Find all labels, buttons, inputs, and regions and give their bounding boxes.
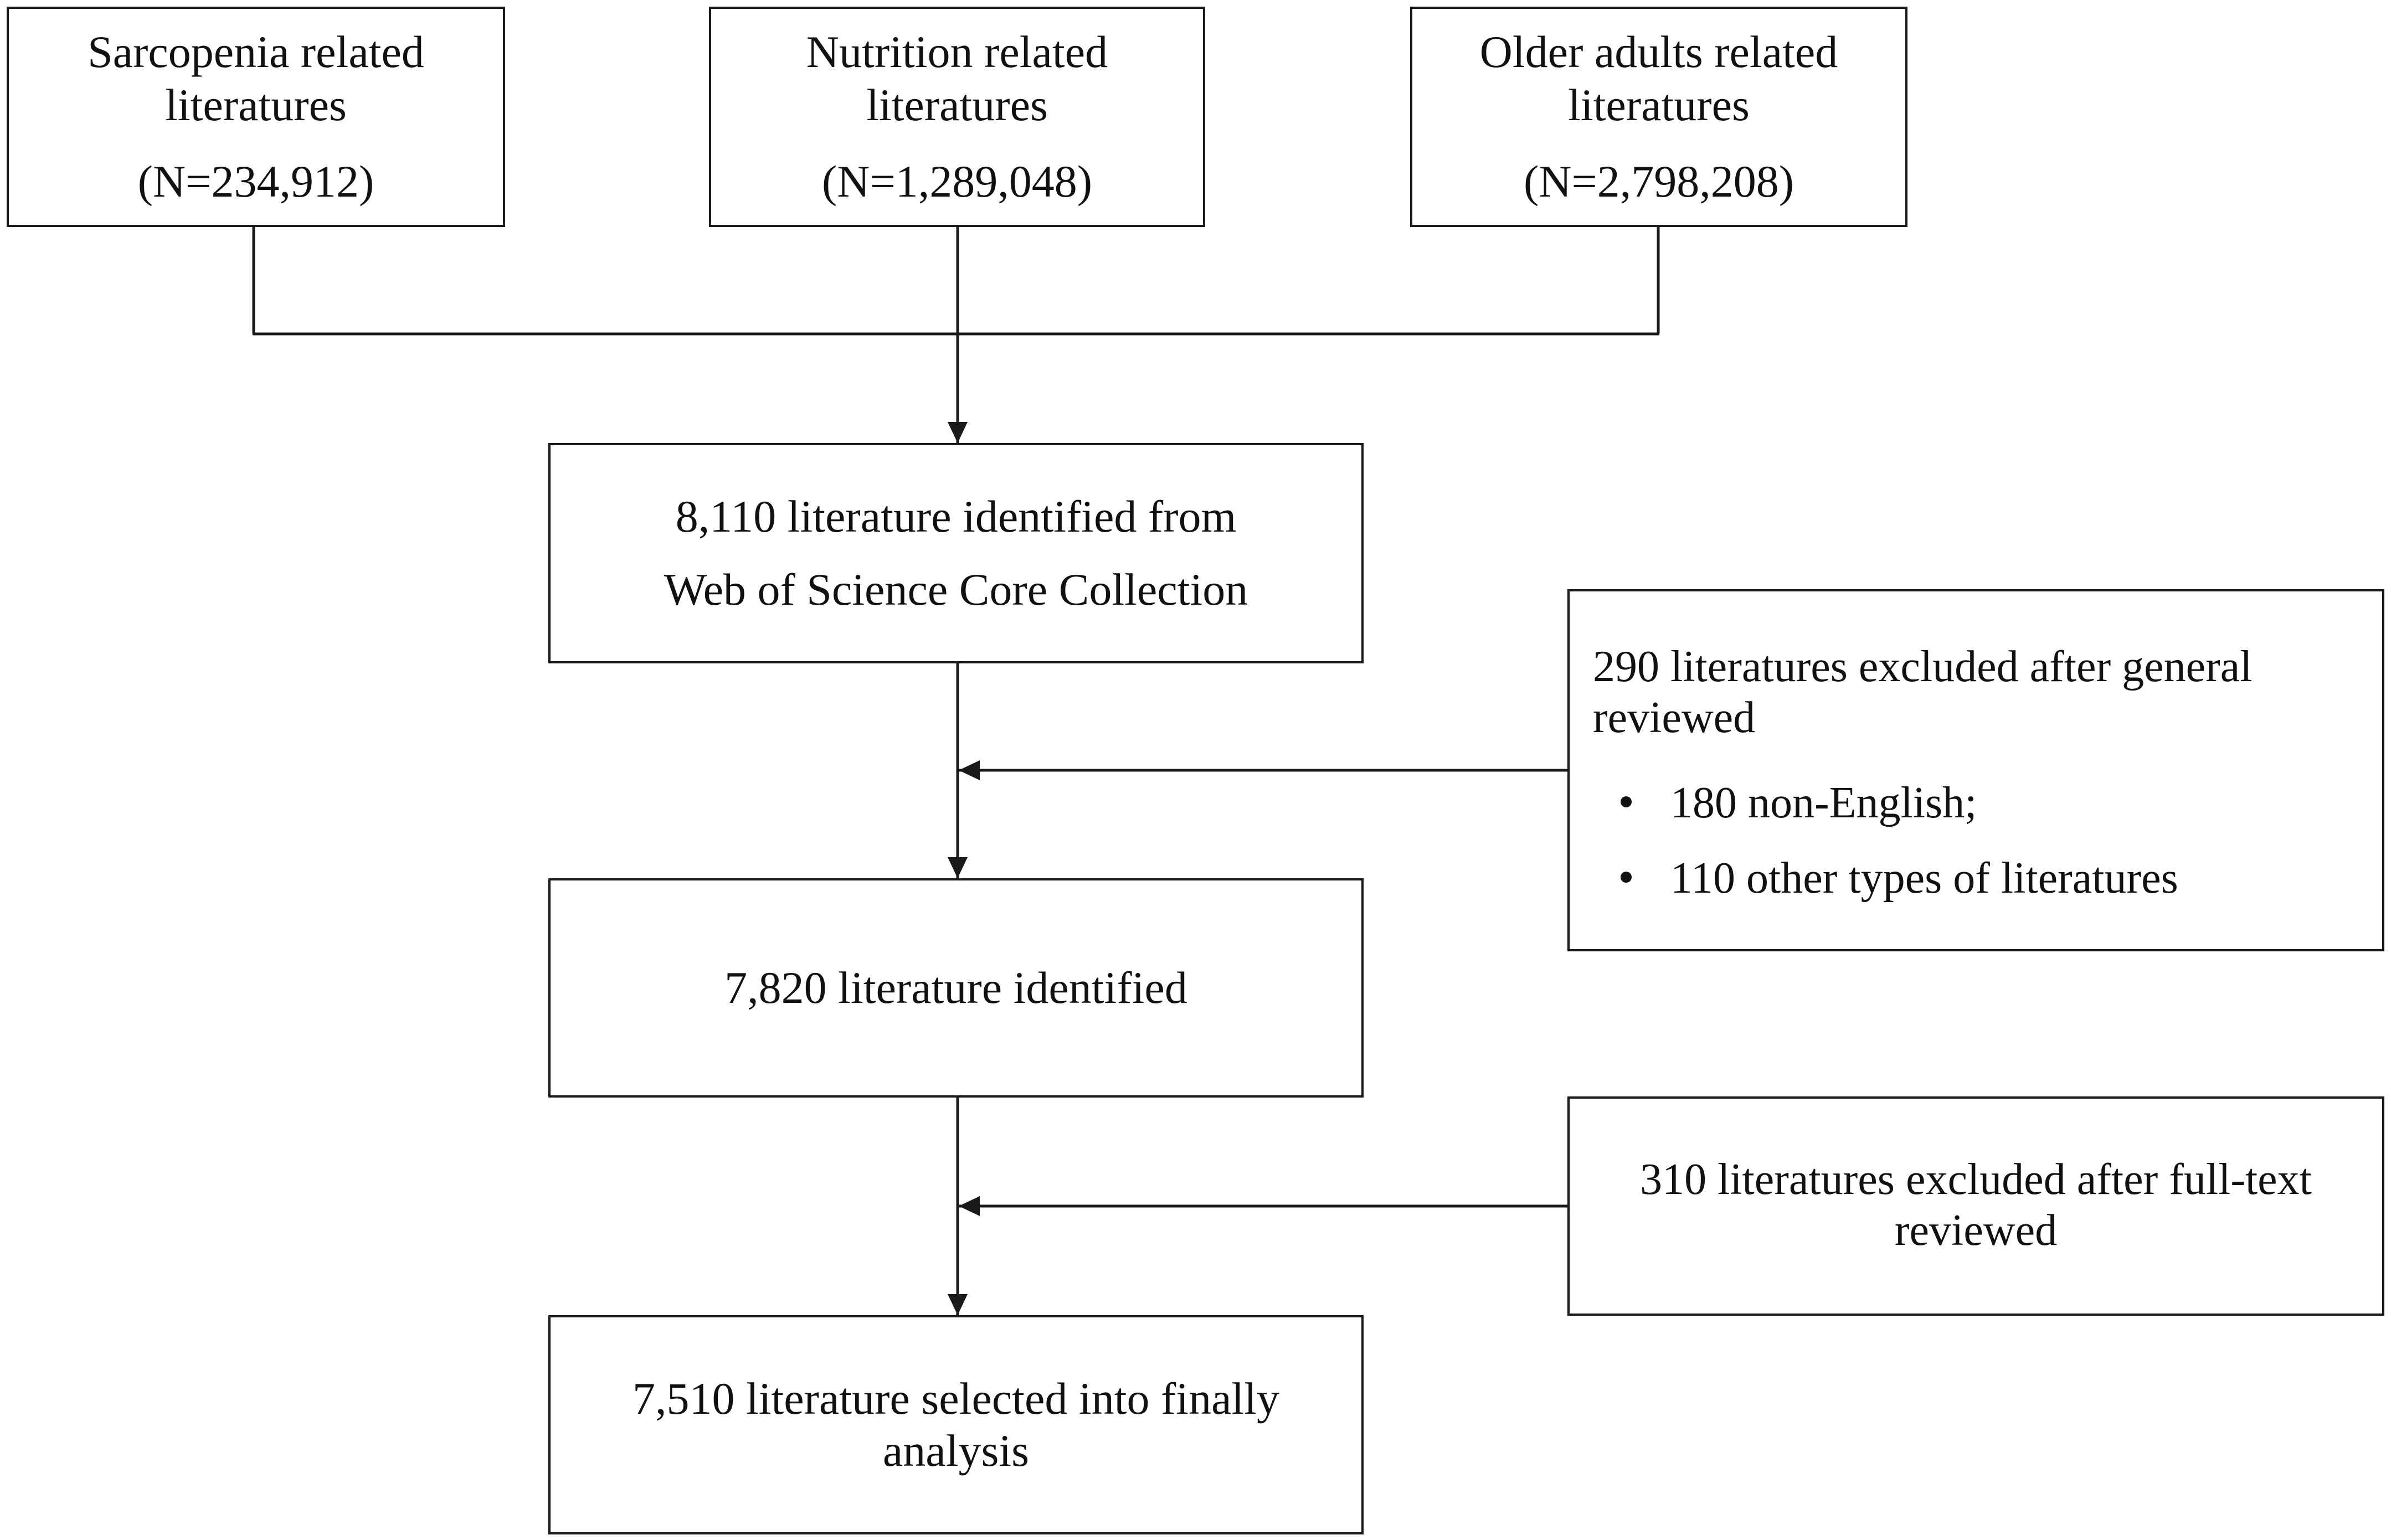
list-item: 180 non-English; [1593, 765, 2382, 841]
bullet-text: 110 other types of literatures [1670, 854, 2178, 903]
general-exclusion-bullet-list: 180 non-English; 110 other types of lite… [1593, 765, 2382, 916]
list-item: 110 other types of literatures [1593, 841, 2382, 916]
arrowhead-to-final [948, 1294, 968, 1315]
bullet-icon [1593, 796, 1670, 810]
source-count: (N=1,289,048) [821, 156, 1093, 207]
general-exclusion-heading-line-1: 290 literatures excluded after general [1593, 642, 2253, 691]
general-exclusion-box: 290 literatures excluded after general r… [1567, 589, 2384, 951]
after-general-box: 7,820 literature identified [548, 878, 1364, 1098]
source-label-line-1: Sarcopenia related [88, 27, 424, 77]
arrowhead-to-identified [948, 422, 968, 443]
fulltext-exclusion-line-2: reviewed [1894, 1206, 2058, 1255]
fulltext-exclusion-box: 310 literatures excluded after full-text… [1567, 1096, 2384, 1316]
fulltext-exclusion-line-1: 310 literatures excluded after full-text [1640, 1155, 2312, 1204]
source-label-line-2: literatures [165, 80, 347, 130]
source-box-sarcopenia: Sarcopenia related literatures (N=234,91… [7, 7, 505, 227]
after-general-line-1: 7,820 literature identified [724, 962, 1187, 1013]
general-exclusion-heading-line-2: reviewed [1593, 693, 1756, 742]
identified-box: 8,110 literature identified from Web of … [548, 443, 1364, 663]
bullet-icon [1593, 871, 1670, 885]
identified-line-1: 8,110 literature identified from [675, 491, 1237, 542]
bullet-text: 180 non-English; [1670, 779, 1977, 827]
final-line-2: analysis [882, 1425, 1030, 1476]
arrowhead-to-after-general [948, 857, 968, 878]
arrowhead-from-general-exclusion [959, 760, 980, 780]
arrowhead-from-fulltext-exclusion [959, 1196, 980, 1216]
source-label-line-2: literatures [866, 80, 1048, 130]
source-count: (N=234,912) [137, 156, 374, 207]
final-box: 7,510 literature selected into finally a… [548, 1315, 1364, 1534]
source-box-nutrition: Nutrition related literatures (N=1,289,0… [709, 7, 1205, 227]
final-line-1: 7,510 literature selected into finally [632, 1373, 1280, 1424]
source-label-line-2: literatures [1568, 80, 1750, 130]
source-box-older-adults: Older adults related literatures (N=2,79… [1410, 7, 1907, 227]
source-label-line-1: Nutrition related [806, 27, 1108, 77]
source-label-line-1: Older adults related [1479, 27, 1838, 77]
identified-line-2: Web of Science Core Collection [664, 564, 1248, 615]
source-count: (N=2,798,208) [1523, 156, 1794, 207]
